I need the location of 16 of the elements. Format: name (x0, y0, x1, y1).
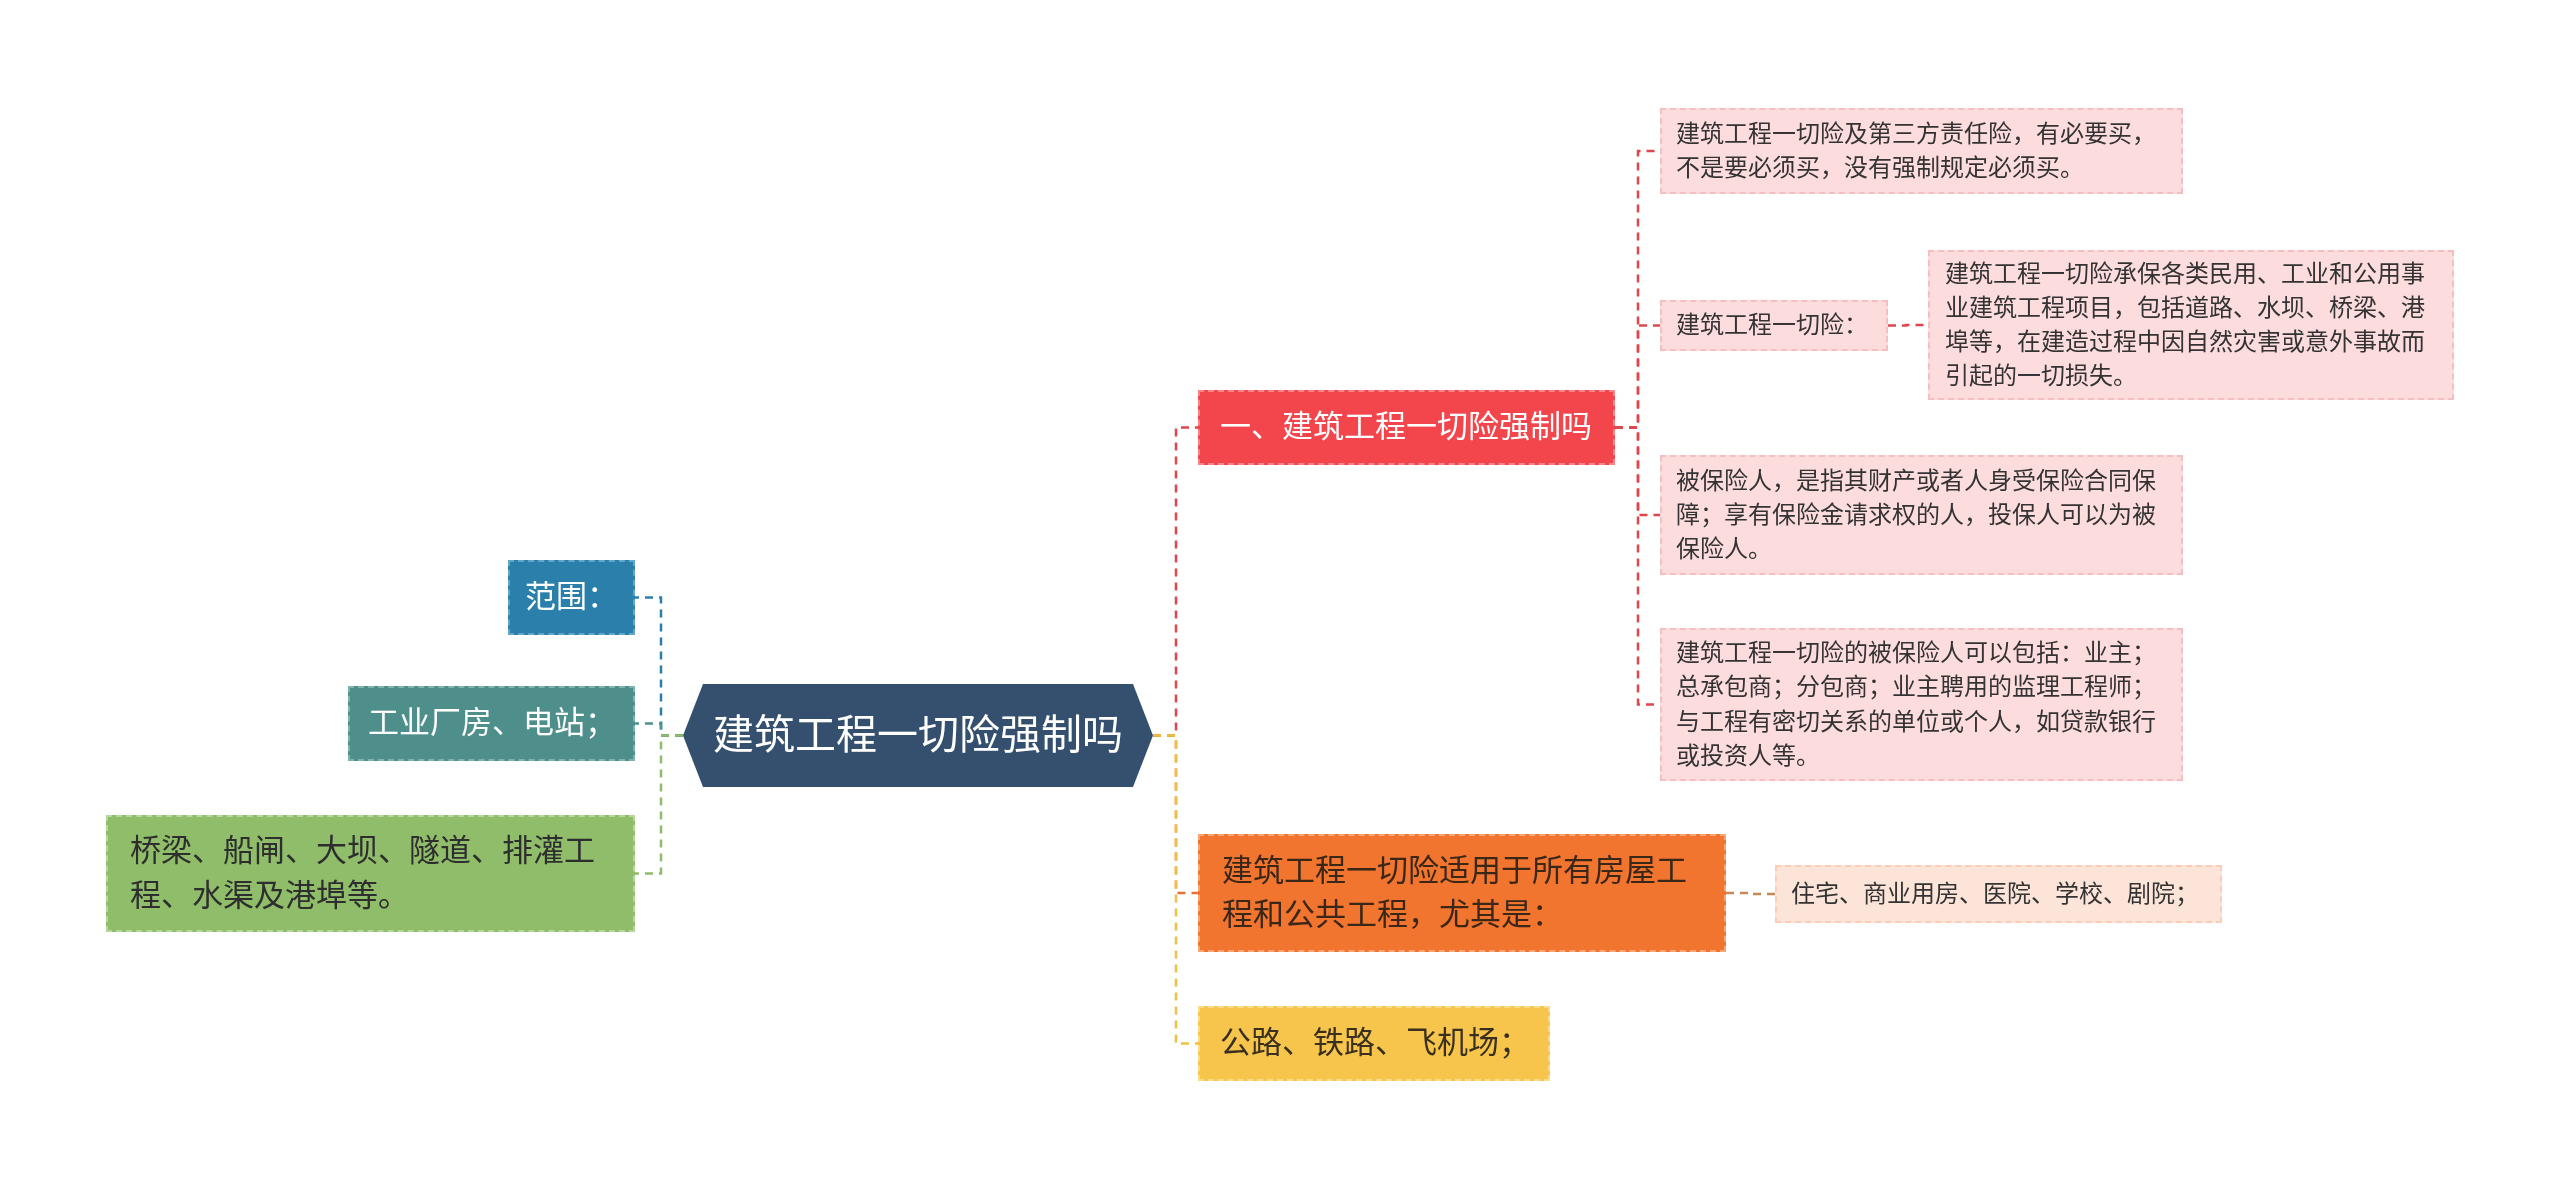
hexagon-node: 建筑工程一切险强制吗 (683, 684, 1153, 787)
note-box: 建筑工程一切险的被保险人可以包括：业主；总承包商；分包商；业主聘用的监理工程师；与工程有密切关系的单位或个人，如贷款银行或投资人等。 (1660, 628, 2183, 781)
topic-box: 工业厂房、电站； (348, 686, 635, 761)
topic-box: 建筑工程一切险适用于所有房屋工程和公共工程，尤其是： (1198, 834, 1726, 952)
topic-box: 范围： (508, 560, 635, 635)
connector-line (635, 734, 683, 875)
topic-box: 公路、铁路、飞机场； (1198, 1006, 1550, 1081)
topic-box: 桥梁、船闸、大坝、隧道、排灌工程、水渠及港埠等。 (106, 815, 635, 932)
note-box: 建筑工程一切险承保各类民用、工业和公用事业建筑工程项目，包括道路、水坝、桥梁、港埠等，在建造过程中因自然灾害或意外事故而引起的一切损失。 (1928, 250, 2454, 400)
note-box: 住宅、商业用房、医院、学校、剧院； (1775, 865, 2222, 923)
connector-line (1153, 734, 1198, 1045)
note-box: 建筑工程一切险： (1660, 300, 1888, 351)
topic-box: 一、建筑工程一切险强制吗 (1198, 390, 1615, 465)
note-box: 被保险人，是指其财产或者人身受保险合同保障；享有保险金请求权的人，投保人可以为被保险人。 (1660, 455, 2183, 575)
note-box: 建筑工程一切险及第三方责任险，有必要买，不是要必须买，没有强制规定必须买。 (1660, 108, 2183, 194)
connector-line (1726, 891, 1775, 896)
